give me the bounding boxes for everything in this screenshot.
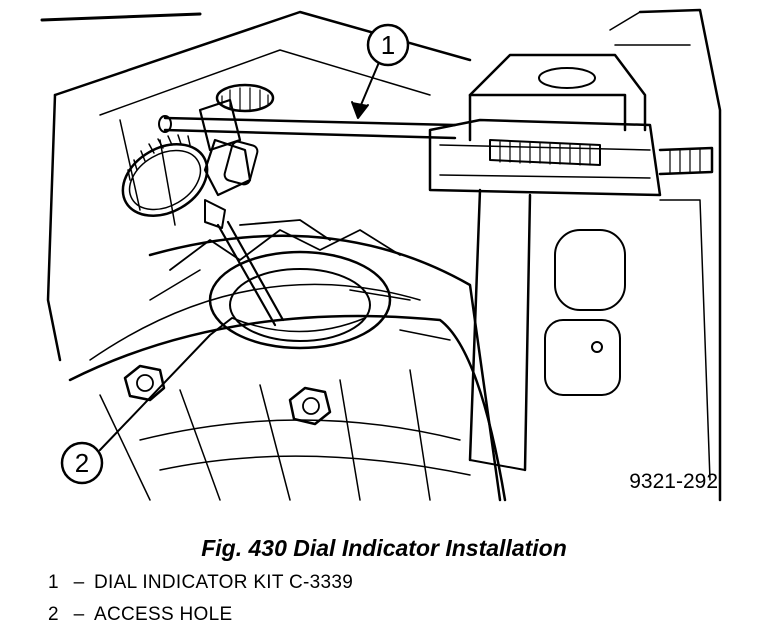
legend-item-number: 1	[48, 572, 59, 593]
legend-item-label: DIAL INDICATOR KIT C-3339	[94, 572, 354, 593]
callout-leaders	[99, 59, 381, 451]
legend-item: 2–ACCESS HOLE	[48, 604, 232, 626]
legend-separator: –	[73, 604, 85, 625]
figure-code: 9321-292	[629, 470, 718, 493]
legend-item: 1–DIAL INDICATOR KIT C-3339	[48, 572, 353, 594]
case-bolts	[123, 364, 332, 426]
indicator-stem	[216, 220, 285, 327]
callout-2: 2	[60, 441, 104, 485]
transmission-case	[46, 8, 722, 502]
corner-stroke	[40, 12, 202, 22]
indicator-rod	[158, 115, 457, 140]
legend-item-label: ACCESS HOLE	[94, 604, 233, 625]
dial-indicator-illustration: 1 2 9321-292	[40, 8, 722, 502]
callout-1: 1	[366, 23, 410, 67]
callout-1-number: 1	[381, 30, 395, 60]
callout-2-number: 2	[75, 448, 89, 478]
mounting-bracket	[428, 53, 714, 472]
pump-housing	[68, 219, 507, 502]
legend-item-number: 2	[48, 604, 59, 625]
legend-separator: –	[73, 572, 85, 593]
figure-caption: Fig. 430 Dial Indicator Installation	[201, 535, 567, 561]
dial-gauge	[121, 83, 275, 229]
access-hole	[208, 250, 392, 350]
